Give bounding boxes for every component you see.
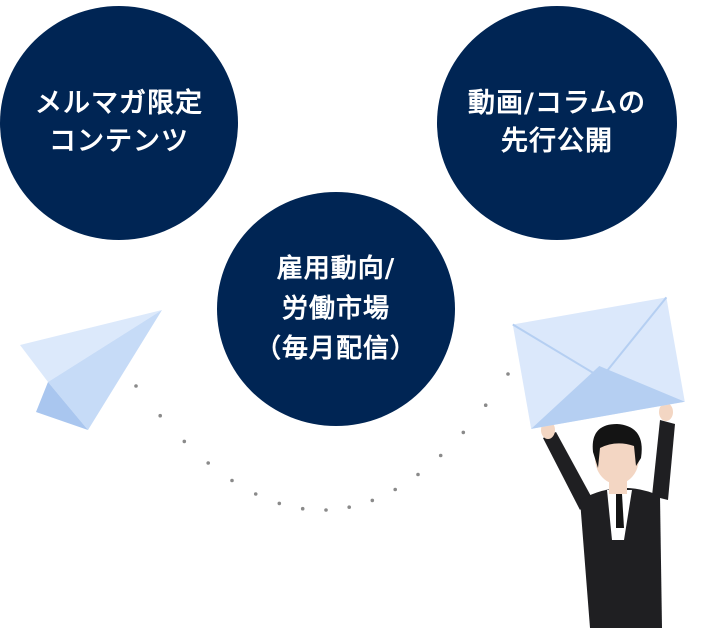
feature-circle-mailmag: メルマガ限定 コンテンツ [0,6,238,240]
path-dot [461,430,466,435]
right-arm [652,420,675,500]
suit-body [580,487,662,628]
path-dot [347,505,352,510]
left-arm [543,432,592,510]
path-dot [253,492,258,496]
path-dot [277,501,282,506]
circle-line: （毎月配信） [254,334,417,364]
path-dot [230,478,234,483]
tie [616,494,624,528]
path-dot [206,461,210,465]
feature-circle-market: 雇用動向/ 労働市場 （毎月配信） [217,192,455,426]
path-dot [370,498,375,503]
path-dot [134,384,138,388]
path-dot [506,372,510,376]
circle-line: 先行公開 [501,126,613,157]
envelope-bottom [531,366,685,429]
path-dot [158,413,162,418]
person-illustration [541,403,675,628]
circle-line: 労働市場 [281,294,390,324]
paper-plane-icon [20,310,162,430]
circle-line: コンテンツ [49,126,189,157]
dotted-path [134,372,510,512]
path-dot [324,508,328,512]
path-dot [393,487,398,492]
path-dot [300,506,305,511]
plane-fold [48,310,162,430]
circle-line: 雇用動向/ [276,254,396,284]
right-hand [659,403,673,421]
path-dot [438,453,443,458]
plane-underside [36,382,88,430]
feature-circle-video: 動画/コラムの 先行公開 [437,6,677,240]
path-dot [182,439,187,444]
plane-wing-top [20,310,162,382]
path-dot [483,403,488,408]
envelope-icon [512,296,685,429]
path-dot [416,472,420,477]
circle-line: メルマガ限定 [35,88,203,119]
hair [592,424,642,468]
circle-line: 動画/コラムの [467,88,647,119]
